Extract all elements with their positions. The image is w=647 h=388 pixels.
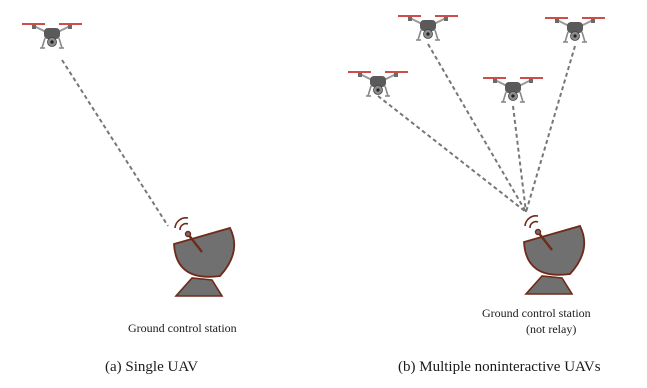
drone-icon xyxy=(397,15,459,41)
station-label-b-sub: (not relay) xyxy=(526,322,577,336)
drone-icon xyxy=(482,77,544,103)
station-label-b: Ground control station xyxy=(482,306,591,320)
link-line-b4 xyxy=(525,45,576,213)
link-line-b2 xyxy=(427,43,527,213)
link-line-b1 xyxy=(377,95,527,213)
satellite-dish-icon xyxy=(172,216,236,298)
station-label-a: Ground control station xyxy=(128,321,237,335)
caption-b: (b) Multiple noninteractive UAVs xyxy=(398,359,601,375)
caption-a: (a) Single UAV xyxy=(105,359,199,375)
link-line-a xyxy=(61,59,169,227)
drone-icon xyxy=(21,23,83,49)
drone-icon xyxy=(347,71,409,97)
drone-icon xyxy=(544,17,606,43)
link-line-b3 xyxy=(512,105,527,213)
satellite-dish-icon xyxy=(522,214,586,296)
